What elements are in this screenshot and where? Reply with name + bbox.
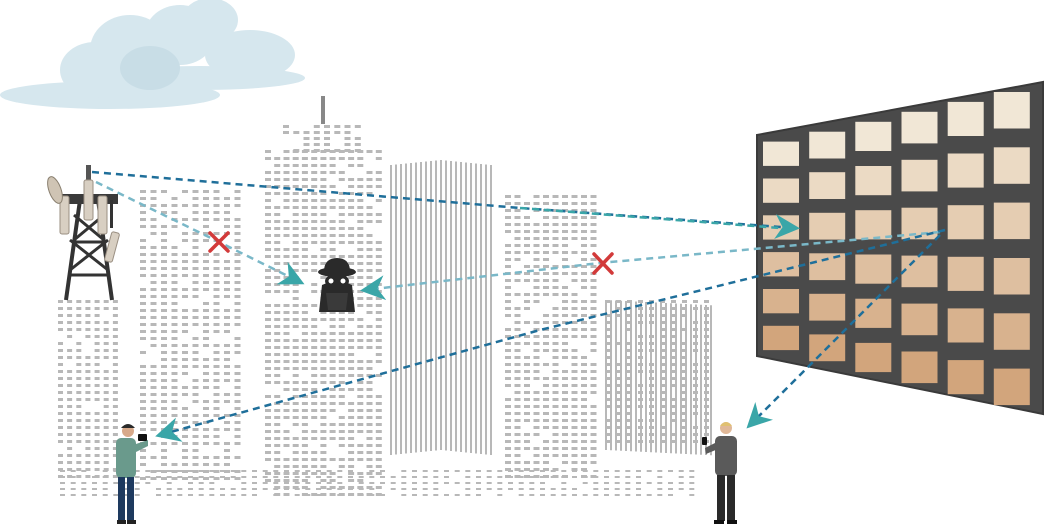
cloud-icon: [0, 0, 305, 109]
city-buildings: [58, 96, 712, 496]
person-with-phone-icon: [702, 422, 737, 524]
cell-tower-icon: [45, 165, 120, 300]
hacker-icon: [318, 258, 356, 312]
reconfigurable-intelligent-surface: [757, 82, 1043, 414]
person-with-phone-icon: [116, 424, 148, 524]
